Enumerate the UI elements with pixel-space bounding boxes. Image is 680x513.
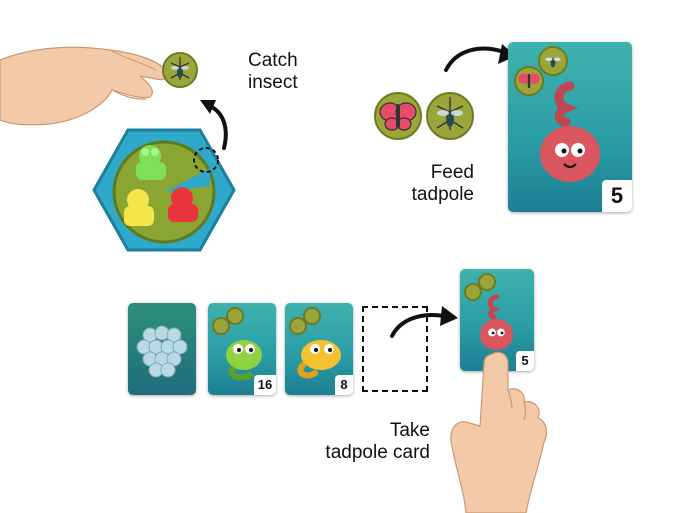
butterfly-token[interactable]: [374, 92, 422, 140]
card-number-badge: 16: [254, 375, 276, 395]
caption-line: Feed: [430, 162, 474, 183]
card-butterfly-token: [514, 66, 544, 96]
mosquito-icon: [545, 57, 561, 68]
egg-cluster-card[interactable]: [128, 303, 196, 395]
egg-cluster-icon: [136, 325, 188, 378]
take-tadpole-card-caption: Take tadpole card: [318, 420, 430, 464]
feed-tadpole-caption: Feed tadpole: [408, 162, 474, 206]
caption-line: tadpole: [411, 184, 474, 205]
card-mosquito-token: [303, 307, 321, 325]
card-butterfly-token: [464, 283, 482, 301]
red-tadpole-icon: [479, 294, 514, 351]
mosquito-icon: [170, 57, 190, 80]
hand-holding-card: [450, 351, 548, 513]
caption-line: tadpole card: [325, 442, 430, 463]
green-tadpole-icon: [226, 340, 262, 381]
red-tadpole-icon: [540, 81, 600, 182]
yellow-frog-icon: [124, 189, 154, 226]
card-mosquito-token: [226, 307, 244, 325]
held-insect-token[interactable]: [162, 52, 198, 88]
feed-arrow-icon: [444, 44, 516, 72]
card-number-badge: 8: [335, 375, 353, 395]
card-mosquito-token: [478, 273, 496, 291]
red-frog-icon: [168, 187, 198, 222]
pond-hex-tile[interactable]: [92, 128, 236, 252]
mosquito-icon: [436, 97, 464, 130]
butterfly-icon: [379, 102, 417, 131]
taken-tadpole-card[interactable]: 5: [460, 269, 534, 371]
caption-line: insect: [248, 72, 298, 93]
catch-arrow-icon: [200, 100, 228, 150]
catch-insect-caption: Catch insect: [248, 50, 298, 94]
caption-line: Take: [389, 420, 430, 441]
yellow-tadpole-icon: [297, 340, 341, 379]
empty-card-slot[interactable]: [362, 306, 428, 392]
butterfly-icon: [518, 73, 540, 89]
card-number-badge: 5: [602, 180, 632, 212]
hand-holding-token: [0, 46, 169, 126]
card-mosquito-token: [538, 46, 568, 76]
card-butterfly-token: [289, 317, 307, 335]
card-number-badge: 5: [516, 351, 534, 371]
mosquito-token[interactable]: [426, 92, 474, 140]
feed-tadpole-card[interactable]: 5: [508, 42, 632, 212]
take-arrow-icon: [390, 306, 458, 338]
card-butterfly-token: [212, 317, 230, 335]
green-frog-icon: [136, 145, 166, 180]
green-tadpole-card[interactable]: 16: [208, 303, 276, 395]
yellow-tadpole-card[interactable]: 8: [285, 303, 353, 395]
caption-line: Catch: [248, 50, 298, 71]
